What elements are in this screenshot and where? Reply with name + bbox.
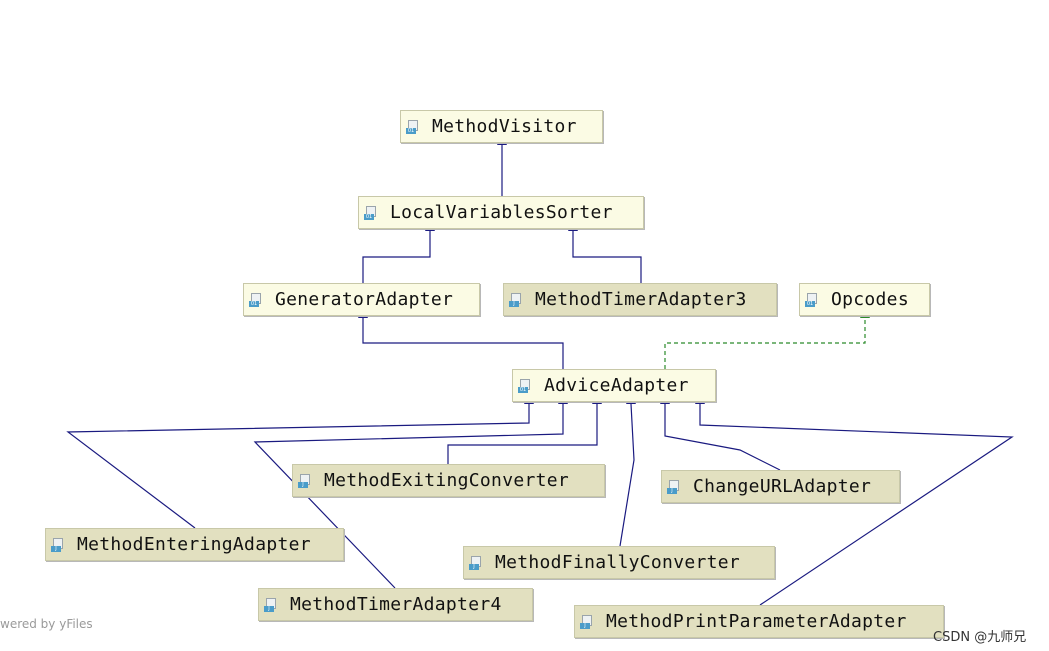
- edge-advice_adapter-to-opcodes: [664, 308, 870, 369]
- class-icon: J: [580, 614, 594, 629]
- edge-method_entering_adapter-to-advice_adapter: [66, 394, 534, 529]
- interface-icon: 01: [249, 292, 263, 307]
- node-label: MethodExitingConverter: [324, 470, 570, 491]
- node-label: Opcodes: [831, 289, 909, 310]
- edge-method_timer_adapter3-to-local_variables_sorter: [568, 221, 642, 283]
- edge-method_finally_converter-to-advice_adapter: [619, 394, 636, 547]
- node-change-url-adapter[interactable]: J ChangeURLAdapter: [661, 470, 900, 503]
- edge-advice_adapter-to-generator_adapter: [358, 308, 564, 369]
- node-method-timer-adapter4[interactable]: J MethodTimerAdapter4: [258, 588, 533, 621]
- node-method-finally-converter[interactable]: J MethodFinallyConverter: [463, 546, 775, 579]
- class-icon: J: [264, 597, 278, 612]
- interface-icon: 01: [805, 292, 819, 307]
- node-label: ChangeURLAdapter: [693, 476, 872, 497]
- interface-icon: 01: [518, 378, 532, 393]
- node-method-entering-adapter[interactable]: J MethodEnteringAdapter: [45, 528, 344, 561]
- yfiles-footer: wered by yFiles: [0, 617, 93, 631]
- node-label: MethodFinallyConverter: [495, 552, 741, 573]
- node-generator-adapter[interactable]: 01 GeneratorAdapter: [243, 283, 480, 316]
- interface-icon: 01: [406, 119, 420, 134]
- node-method-timer-adapter3[interactable]: J MethodTimerAdapter3: [503, 283, 777, 316]
- class-icon: J: [509, 292, 523, 307]
- class-icon: J: [667, 479, 681, 494]
- node-label: MethodTimerAdapter3: [535, 289, 747, 310]
- node-advice-adapter[interactable]: 01 AdviceAdapter: [512, 369, 716, 402]
- node-label: MethodVisitor: [432, 116, 577, 137]
- class-icon: J: [469, 555, 483, 570]
- csdn-watermark: CSDN @九师兄: [933, 630, 1027, 645]
- node-label: LocalVariablesSorter: [390, 202, 613, 223]
- node-local-variables-sorter[interactable]: 01 LocalVariablesSorter: [358, 196, 644, 229]
- node-label: MethodTimerAdapter4: [290, 594, 502, 615]
- class-icon: J: [51, 537, 65, 552]
- edge-method_timer_adapter4-to-advice_adapter: [253, 394, 568, 589]
- edge-generator_adapter-to-local_variables_sorter: [362, 221, 435, 283]
- node-label: AdviceAdapter: [544, 375, 689, 396]
- edge-method_exiting_converter-to-advice_adapter: [447, 394, 602, 464]
- node-opcodes[interactable]: 01 Opcodes: [799, 283, 930, 316]
- node-label: MethodEnteringAdapter: [77, 534, 311, 555]
- node-method-exiting-converter[interactable]: J MethodExitingConverter: [292, 464, 605, 497]
- node-label: MethodPrintParameterAdapter: [606, 611, 907, 632]
- edge-method_print_parameter_adapter-to-advice_adapter: [695, 394, 1014, 606]
- class-icon: J: [298, 473, 312, 488]
- edge-change_url_adapter-to-advice_adapter: [660, 394, 781, 471]
- node-method-print-parameter-adapter[interactable]: J MethodPrintParameterAdapter: [574, 605, 944, 638]
- node-method-visitor[interactable]: 01 MethodVisitor: [400, 110, 603, 143]
- node-label: GeneratorAdapter: [275, 289, 454, 310]
- interface-icon: 01: [364, 205, 378, 220]
